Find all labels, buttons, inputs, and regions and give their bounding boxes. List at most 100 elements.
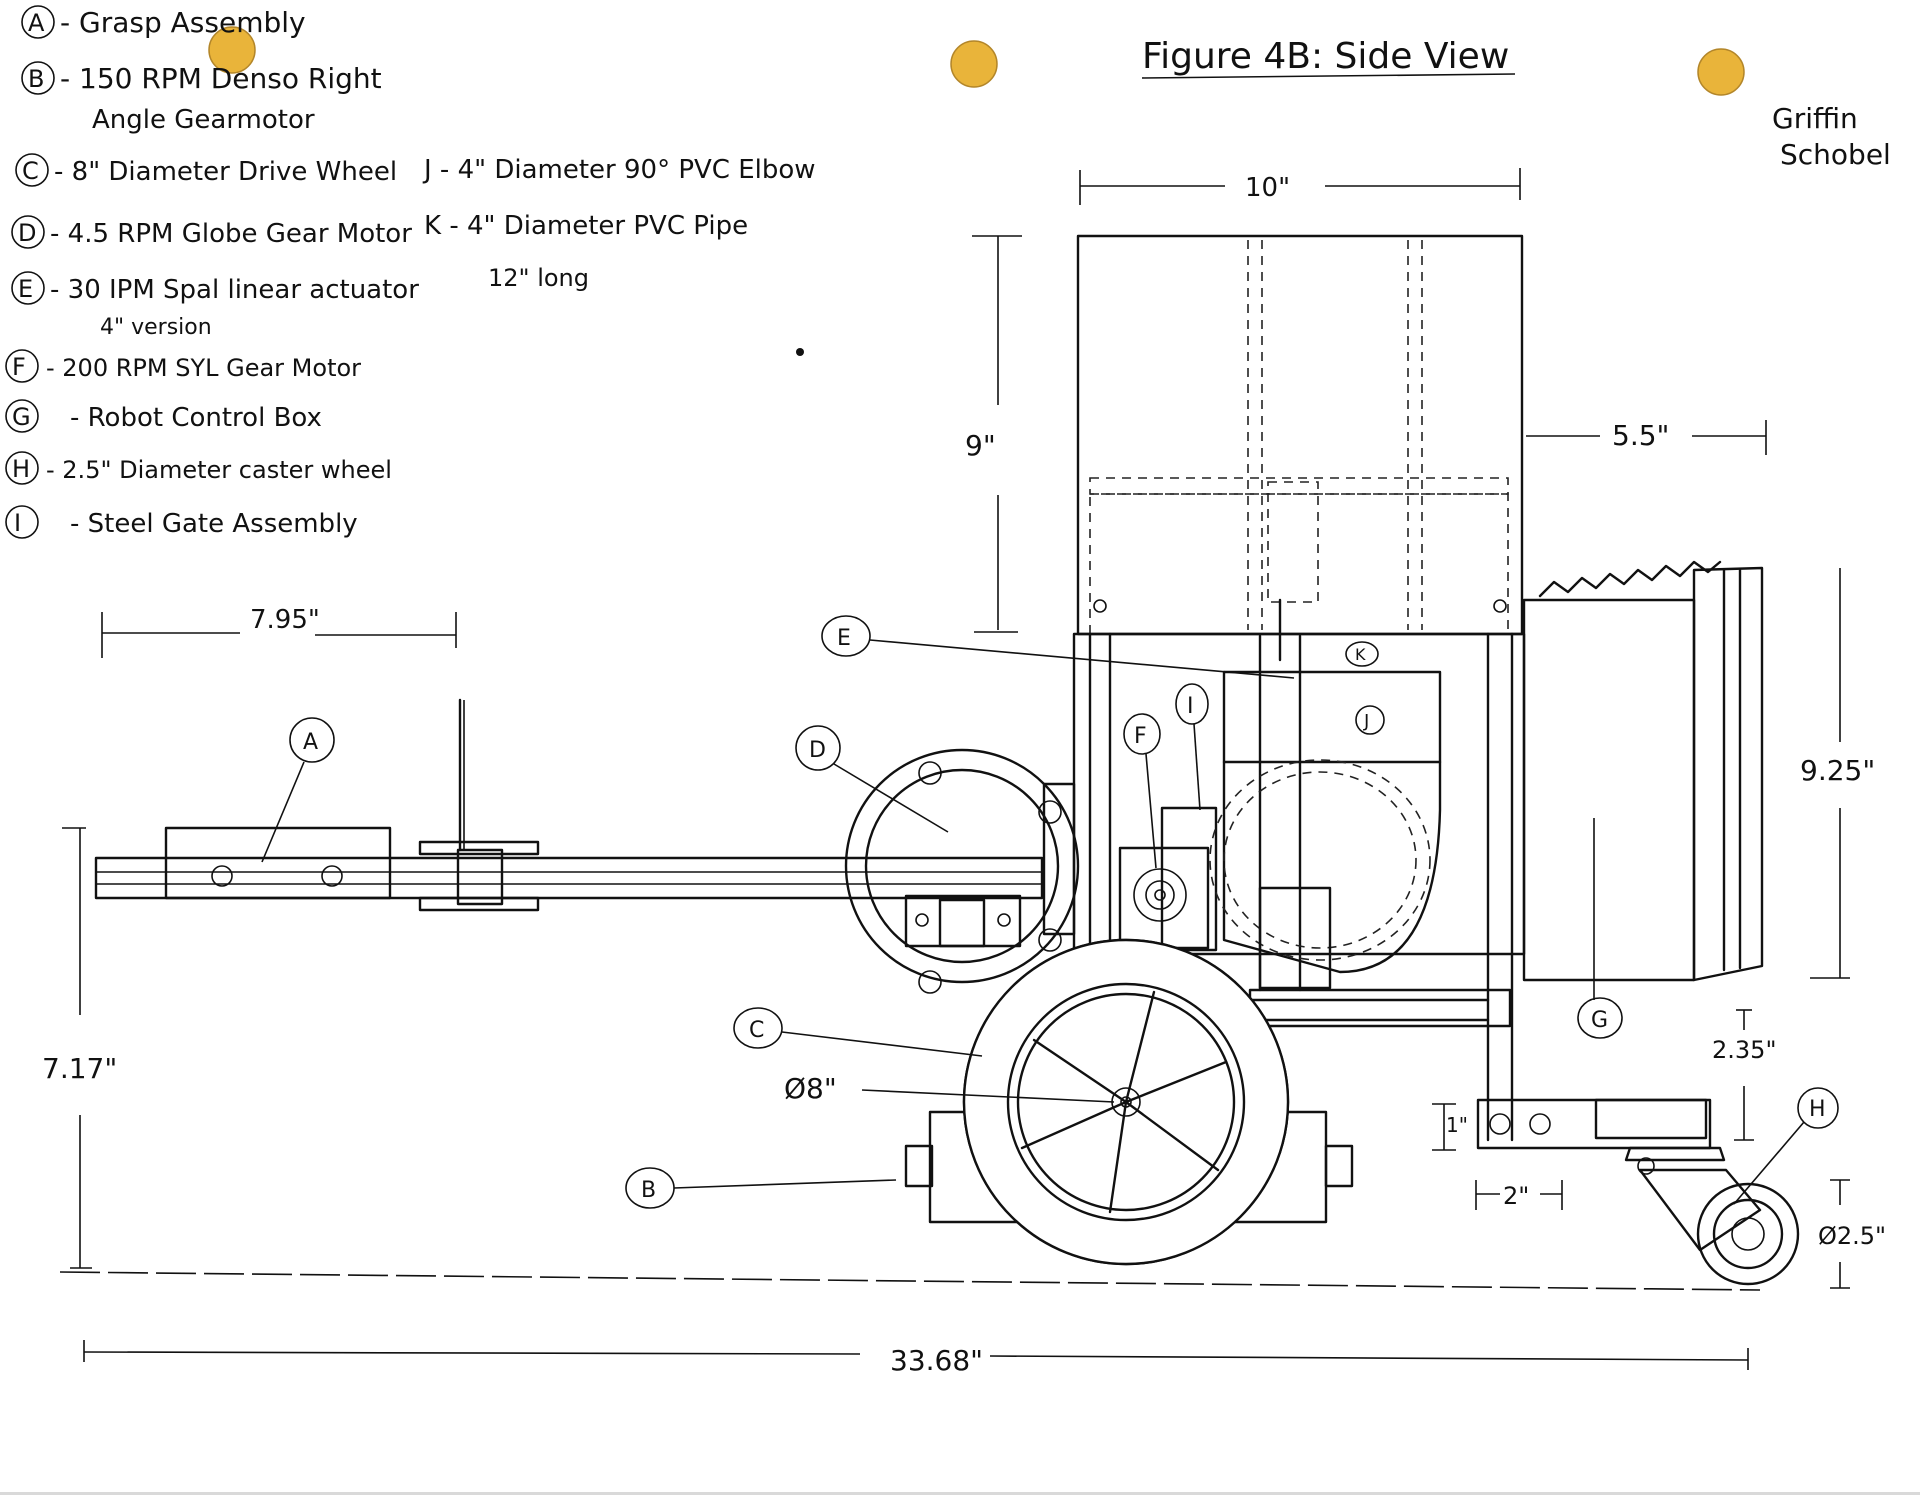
denso-gearmotor (904, 938, 1354, 1266)
dim-bracket-width: 2" (1475, 1180, 1563, 1210)
svg-text:G: G (1591, 1008, 1608, 1033)
legend-item-a: A - Grasp Assembly (21, 5, 306, 39)
globe-gear-motor (844, 748, 1080, 994)
legend-item-f: F - 200 RPM SYL Gear Motor (5, 349, 361, 383)
svg-text:10": 10" (1245, 173, 1290, 203)
svg-text:C: C (749, 1018, 764, 1043)
svg-text:- Steel Gate Assembly: - Steel Gate Assembly (70, 509, 358, 539)
caster-bracket (1476, 1098, 1726, 1175)
svg-text:A: A (303, 730, 318, 755)
binder-hole-center (950, 40, 998, 88)
svg-text:G: G (12, 403, 31, 431)
caster-wheel (1638, 1168, 1800, 1286)
svg-text:12" long: 12" long (488, 264, 589, 292)
svg-text:- 8" Diameter Drive Wheel: - 8" Diameter Drive Wheel (54, 157, 397, 187)
svg-text:H: H (12, 455, 30, 483)
svg-text:H: H (1809, 1097, 1826, 1122)
wheel-diameter-leader (861, 1089, 1115, 1103)
svg-text:2": 2" (1503, 1182, 1529, 1210)
callout-j: J (1355, 705, 1385, 735)
svg-text:- 2.5" Diameter caster wheel: - 2.5" Diameter caster wheel (46, 456, 392, 484)
callout-c: C (733, 1007, 983, 1057)
arm-rail (94, 698, 1044, 912)
legend: A - Grasp Assembly B - 150 RPM Denso Rig… (5, 5, 816, 539)
svg-text:Ø2.5": Ø2.5" (1818, 1222, 1886, 1250)
title-underline (1141, 73, 1516, 79)
svg-text:J - 4" Diameter 90° PVC Elbow: J - 4" Diameter 90° PVC Elbow (422, 155, 816, 185)
svg-text:D: D (809, 738, 826, 763)
svg-text:33.68": 33.68" (890, 1344, 983, 1377)
svg-text:K - 4" Diameter PVC Pipe: K - 4" Diameter PVC Pipe (424, 211, 748, 241)
dim-arm-length: 7.95" (101, 605, 457, 658)
callout-a: A (261, 717, 335, 863)
legend-item-g: G - Robot Control Box (5, 399, 322, 433)
wheel-diameter-label: Ø8" (784, 1072, 837, 1105)
svg-text:Angle Gearmotor: Angle Gearmotor (92, 105, 315, 135)
figure-title: Figure 4B: Side View (1142, 36, 1509, 77)
legend-item-e: E - 30 IPM Spal linear actuator 4" versi… (11, 271, 419, 340)
steel-gate-assembly (1118, 806, 1218, 952)
svg-text:- Robot Control Box: - Robot Control Box (70, 403, 322, 433)
dim-caster-diameter: Ø2.5" (1818, 1179, 1886, 1289)
binder-hole-left (208, 26, 256, 74)
svg-text:- 150 RPM Denso Right: - 150 RPM Denso Right (60, 62, 382, 95)
svg-text:A: A (28, 9, 45, 37)
svg-text:B: B (641, 1178, 656, 1203)
svg-text:5.5": 5.5" (1612, 419, 1669, 452)
legend-item-h: H - 2.5" Diameter caster wheel (5, 451, 392, 485)
svg-text:2.35": 2.35" (1712, 1036, 1776, 1064)
svg-text:F: F (1134, 724, 1147, 749)
callout-e: E (821, 615, 1295, 679)
svg-text:9": 9" (965, 429, 996, 462)
callout-b: B (625, 1167, 897, 1209)
callout-h: H (1733, 1087, 1839, 1205)
author-last: Schobel (1780, 138, 1891, 171)
ground-line (59, 1271, 1761, 1291)
legend-item-j: J - 4" Diameter 90° PVC Elbow (422, 155, 816, 185)
legend-item-c: C - 8" Diameter Drive Wheel (15, 153, 397, 187)
callout-d: D (795, 725, 949, 833)
pvc-elbow (1209, 670, 1442, 974)
dim-rear-extension: 5.5" (1526, 419, 1767, 455)
legend-item-d: D - 4.5 RPM Globe Gear Motor (11, 215, 412, 249)
callout-f: F (1123, 713, 1161, 869)
author-first: Griffin (1772, 102, 1858, 135)
binder-hole-right (1697, 48, 1745, 96)
ink-dot (796, 348, 804, 356)
svg-text:I: I (1187, 694, 1194, 719)
dim-top-width: 10" (1079, 168, 1521, 205)
svg-text:C: C (22, 157, 39, 185)
svg-text:E: E (18, 275, 33, 303)
legend-item-b: B - 150 RPM Denso Right Angle Gearmotor (21, 61, 382, 135)
svg-text:9.25": 9.25" (1800, 754, 1875, 787)
svg-text:E: E (837, 626, 851, 651)
callout-k: K (1345, 641, 1379, 667)
svg-text:- Grasp Assembly: - Grasp Assembly (60, 6, 306, 39)
legend-item-k: K - 4" Diameter PVC Pipe 12" long (424, 211, 748, 292)
svg-text:B: B (28, 65, 44, 93)
legend-item-i: I - Steel Gate Assembly (5, 505, 358, 539)
robot-control-box (1522, 560, 1764, 1000)
dim-overall-length: 33.68" (83, 1340, 1749, 1377)
svg-text:7.95": 7.95" (250, 605, 320, 635)
dim-bin-height: 9" (965, 235, 1022, 633)
svg-text:1": 1" (1446, 1113, 1468, 1137)
svg-text:J: J (1363, 711, 1369, 732)
svg-text:7.17": 7.17" (42, 1052, 117, 1085)
svg-text:- 200 RPM SYL Gear Motor: - 200 RPM SYL Gear Motor (46, 354, 361, 382)
svg-text:- 4.5 RPM Globe Gear Motor: - 4.5 RPM Globe Gear Motor (50, 219, 412, 249)
upper-bin (1076, 234, 1524, 636)
callout-g: G (1577, 997, 1623, 1039)
svg-text:F: F (12, 353, 26, 381)
svg-text:4" version: 4" version (100, 315, 212, 340)
svg-text:K: K (1355, 645, 1366, 664)
dim-overall-height: 7.17" (42, 827, 117, 1269)
svg-text:I: I (14, 509, 21, 537)
page-bottom-edge (0, 1492, 1920, 1495)
dim-bracket-height: 1" (1432, 1103, 1468, 1151)
dim-control-box-height: 9.25" (1800, 568, 1875, 979)
svg-text:D: D (18, 219, 36, 247)
svg-text:- 30 IPM Spal linear actuator: - 30 IPM Spal linear actuator (50, 275, 419, 305)
